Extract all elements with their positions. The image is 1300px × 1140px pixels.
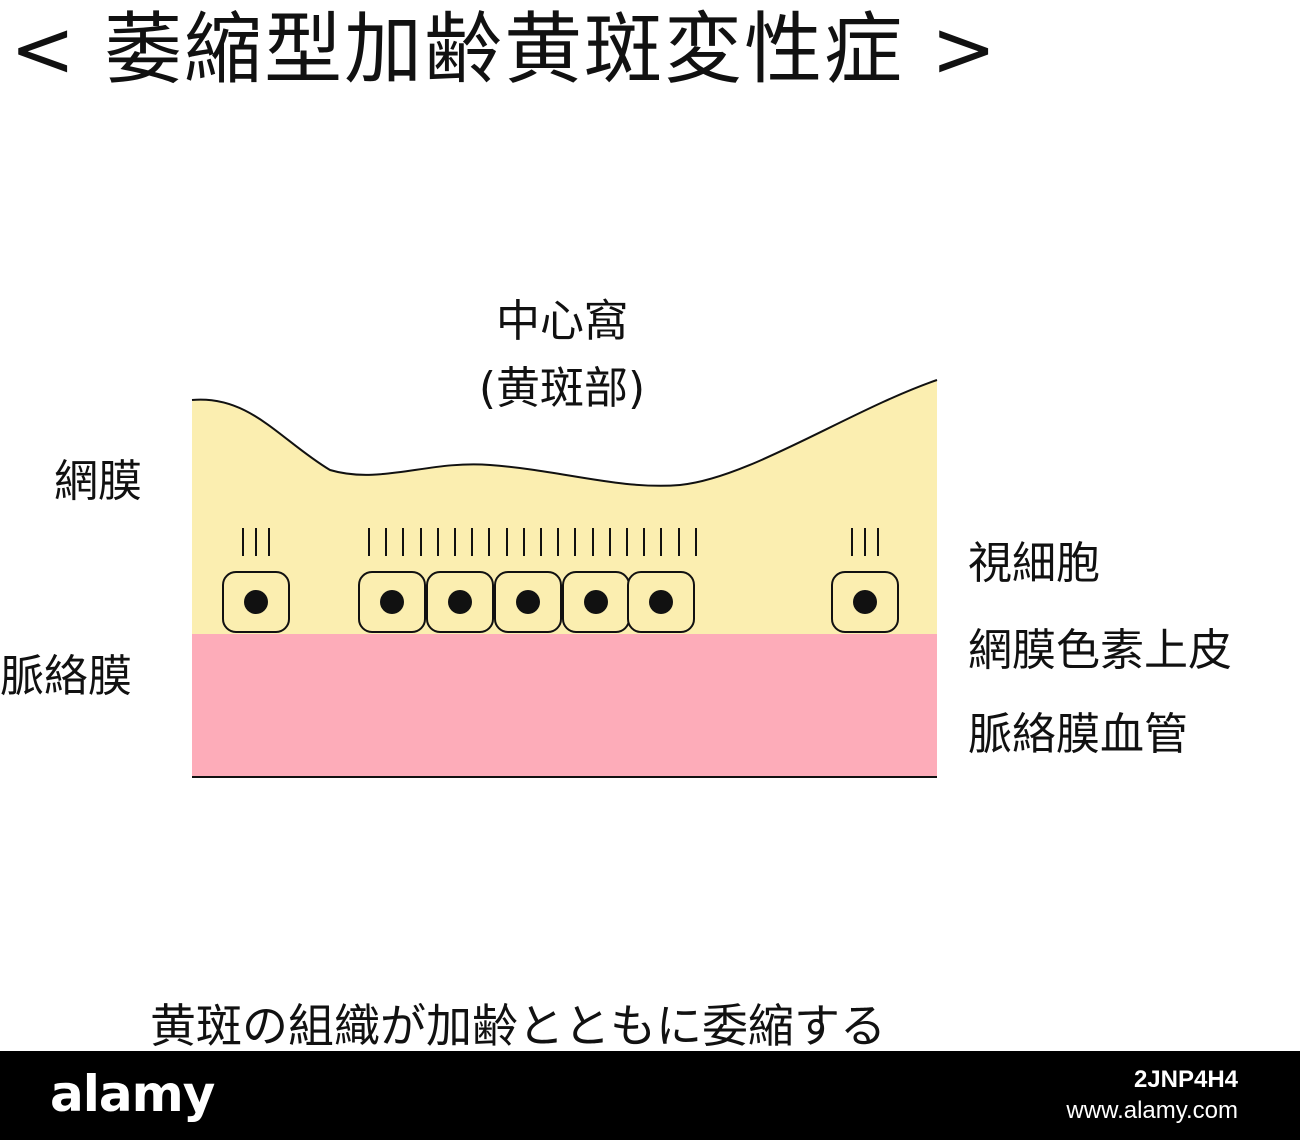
- rpe-cell: [426, 571, 494, 633]
- cell-nucleus: [584, 590, 608, 614]
- cell-nucleus: [853, 590, 877, 614]
- cell-nucleus: [380, 590, 404, 614]
- rpe-cell: [831, 571, 899, 633]
- caption: 黄斑の組織が加齢とともに委縮する: [150, 999, 886, 1053]
- choroid-vessels-label: 脈絡膜血管: [968, 709, 1188, 760]
- rpe-cell: [222, 571, 290, 633]
- rpe-cells: [222, 571, 899, 633]
- rpe-cell: [627, 571, 695, 633]
- cell-nucleus: [649, 590, 673, 614]
- diagram-title: < 萎縮型加齢黄斑変性症 >: [10, 5, 999, 95]
- rpe-cell: [494, 571, 562, 633]
- site-url: www.alamy.com: [1066, 1097, 1238, 1124]
- rpe-cell: [562, 571, 630, 633]
- photoreceptor-label: 視細胞: [968, 538, 1100, 589]
- choroid-label: 脈絡膜: [0, 651, 132, 702]
- fovea-label-line1: 中心窩: [496, 296, 628, 347]
- cell-nucleus: [516, 590, 540, 614]
- rpe-cell: [358, 571, 426, 633]
- retina-surface-line: [191, 379, 938, 487]
- alamy-logo: alamy: [50, 1065, 215, 1123]
- choroid-layer: [192, 634, 937, 776]
- footer-bar: alamy 2JNP4H4 www.alamy.com: [0, 1051, 1300, 1140]
- image-code: 2JNP4H4: [1133, 1066, 1238, 1093]
- footer-meta: 2JNP4H4 www.alamy.com: [1066, 1065, 1238, 1127]
- cell-nucleus: [448, 590, 472, 614]
- retina-label: 網膜: [54, 456, 142, 507]
- rpe-label: 網膜色素上皮: [968, 625, 1232, 676]
- photoreceptor-outer-segments: [242, 528, 879, 556]
- fovea-label-line2: (黄斑部): [478, 363, 646, 414]
- cell-nucleus: [244, 590, 268, 614]
